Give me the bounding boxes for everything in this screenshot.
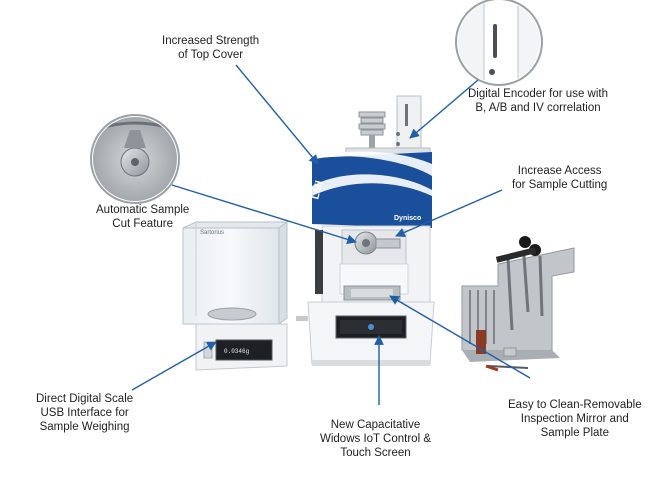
piston-rods	[506, 255, 544, 331]
analytical-balance: Sartorius 0.0346g	[182, 221, 289, 371]
cutter-assembly	[354, 231, 401, 255]
cleaning-brush-handle	[476, 330, 486, 354]
encoder-tower	[396, 95, 422, 155]
top-cover	[312, 152, 432, 228]
weighing-pan	[207, 307, 257, 321]
piston-weight-assembly	[358, 111, 386, 151]
callout-touch-screen: New Capacitative Widows IoT Control & To…	[320, 419, 431, 459]
magnifier-inset-encoder	[455, 0, 543, 86]
arrow-mirror	[389, 295, 531, 379]
callout-digital-scale: Direct Digital Scale USB Interface for S…	[36, 393, 134, 433]
side-handle-left	[315, 230, 323, 294]
magnifier-inset-cutter	[90, 114, 180, 204]
accessory-rack	[461, 236, 575, 372]
model-label: LMI	[309, 179, 325, 200]
leader-lines	[131, 64, 531, 405]
callout-sample-cut: Automatic Sample Cut Feature	[96, 204, 190, 230]
callout-top-cover: Increased Strength of Top Cover	[162, 35, 260, 61]
arrow-top-cover	[235, 64, 319, 165]
callout-mirror: Easy to Clean-Removable Inspection Mirro…	[508, 399, 642, 439]
callout-increase-access: Increase Access for Sample Cutting	[512, 165, 608, 191]
arrow-sample-cut	[171, 184, 357, 245]
cleaning-tool	[487, 365, 529, 369]
melt-indexer: LMI Dynisco	[296, 95, 435, 366]
callout-digital-encoder: Digital Encoder for use with B, A/B and …	[468, 88, 608, 114]
brand-label: Dynisco	[394, 215, 421, 222]
rod-knob-1	[519, 236, 531, 248]
scale-brand-label: Sartorius	[200, 230, 224, 236]
scale-readout: 0.0346g	[224, 348, 250, 355]
arrow-increase-access	[395, 189, 503, 237]
arrow-digital-scale	[131, 341, 217, 391]
arrow-digital-encoder	[409, 79, 479, 139]
